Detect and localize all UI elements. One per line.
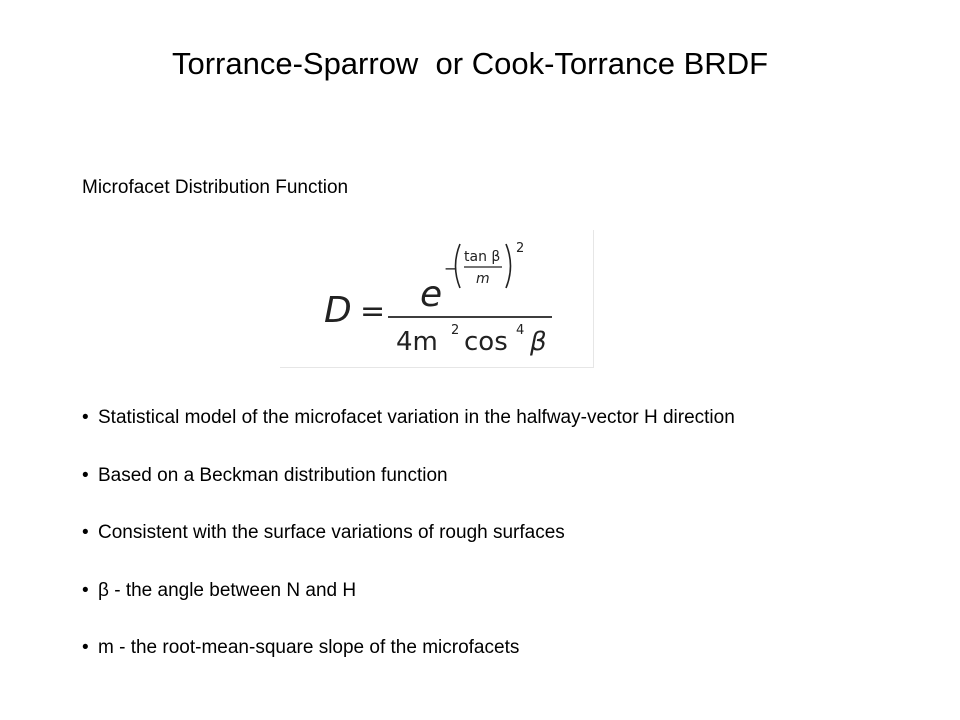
formula-denominator-cos-power: 4 (516, 323, 524, 338)
formula-equals: = (360, 294, 385, 329)
formula-exponent-denominator: m (476, 271, 490, 287)
formula-denominator-cos: cos (464, 327, 508, 357)
list-item: • m - the root-mean-square slope of the m… (82, 636, 735, 694)
bullet-dot: • (82, 637, 89, 658)
formula-denominator: 4m (396, 327, 438, 357)
bullet-dot: • (82, 522, 89, 543)
list-item: • Consistent with the surface variations … (82, 521, 735, 579)
bullet-dot: • (82, 464, 89, 486)
bullet-list: • Statistical model of the microfacet var… (82, 406, 735, 694)
list-item: • β - the angle between N and H (82, 579, 735, 637)
bullet-text: Statistical model of the microfacet vari… (98, 407, 735, 428)
bullet-dot: • (82, 407, 89, 428)
bullet-dot: • (82, 579, 89, 601)
formula-left-paren (454, 243, 461, 289)
formula-exponent-sign: − (444, 259, 457, 278)
bullet-text: Based on a Beckman distribution function (98, 464, 448, 486)
formula-exponent-power: 2 (516, 241, 524, 256)
section-subtitle: Microfacet Distribution Function (82, 177, 349, 198)
list-item: • Statistical model of the microfacet var… (82, 406, 735, 464)
formula-svg: D = e − tan β m 2 4m 2 cos 4 β (324, 241, 552, 357)
bullet-text: β - the angle between N and H (98, 579, 357, 601)
slide-title: Torrance-Sparrow or Cook-Torrance BRDF (171, 46, 769, 81)
formula-numerator-base: e (420, 274, 442, 315)
formula-denominator-m-power: 2 (451, 323, 459, 338)
formula-right-paren (505, 243, 512, 289)
bullet-text: Consistent with the surface variations o… (98, 522, 565, 543)
bullet-text: m - the root-mean-square slope of the mi… (98, 637, 520, 658)
formula-image: D = e − tan β m 2 4m 2 cos 4 β (280, 230, 594, 368)
list-item: • Based on a Beckman distribution functio… (82, 464, 735, 522)
formula-denominator-beta: β (529, 327, 547, 357)
formula-exponent-numerator: tan β (464, 249, 500, 265)
formula-lhs: D (324, 290, 352, 331)
